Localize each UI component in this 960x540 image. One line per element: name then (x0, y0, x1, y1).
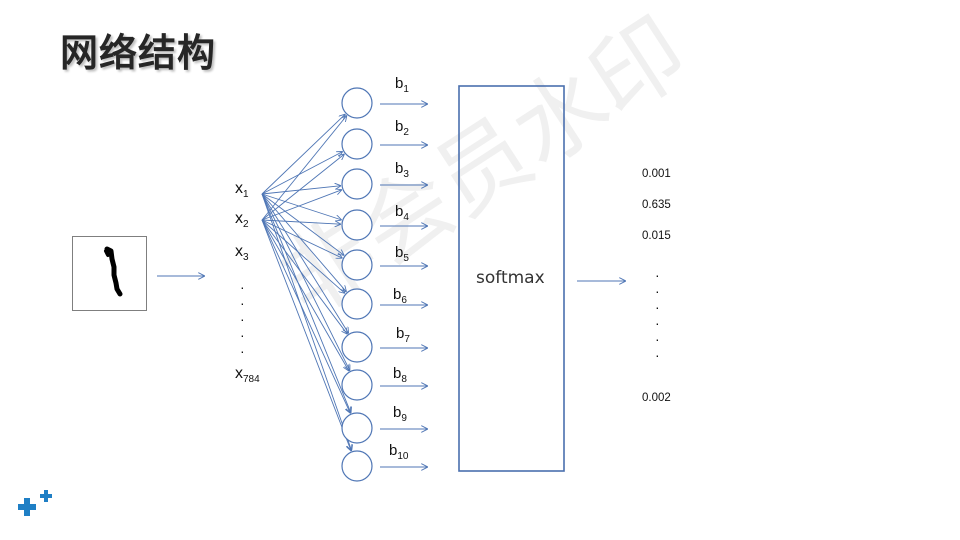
bias-label-b3: b3 (395, 160, 409, 180)
bias-label-b6: b6 (393, 286, 407, 306)
neuron-4 (341, 209, 373, 241)
handwritten-digit-one-image (104, 246, 123, 297)
edge-x1-to-neuron-3 (261, 186, 341, 195)
neuron-9 (341, 412, 373, 444)
output-ellipsis-dot: · (655, 267, 660, 283)
neuron-3 (341, 168, 373, 200)
plus-logo-icon (18, 490, 52, 516)
bias-label-b4: b4 (395, 203, 409, 223)
bias-label-b2: b2 (395, 118, 409, 138)
input-ellipsis-dot: · (240, 295, 245, 311)
edge-x2-to-neuron-10 (261, 219, 351, 451)
edge-x1-to-neuron-6 (261, 193, 347, 292)
input-label-x1: x1 (235, 180, 249, 201)
edge-x2-to-neuron-7 (261, 219, 347, 334)
neuron-6 (341, 288, 373, 320)
output-probability-3: 0.015 (642, 230, 671, 242)
edge-x1-to-neuron-8 (261, 193, 350, 371)
edge-x1-to-neuron-4 (261, 193, 342, 220)
softmax-label: softmax (476, 268, 545, 288)
bias-label-b5: b5 (395, 244, 409, 264)
input-label-x784: x784 (235, 365, 260, 386)
input-ellipsis-dot: · (240, 279, 245, 295)
hidden-neurons (341, 87, 373, 482)
input-label-x3: x3 (235, 243, 249, 264)
input-digit-image (72, 236, 147, 311)
edge-x2-to-neuron-5 (261, 219, 343, 258)
output-ellipsis-dot: · (655, 283, 660, 299)
edge-x2-to-neuron-1 (261, 115, 347, 221)
neuron-7 (341, 331, 373, 363)
edge-x1-to-neuron-1 (261, 114, 345, 195)
bias-output-arrows (380, 104, 428, 467)
softmax-box (458, 85, 565, 472)
edge-x2-to-neuron-9 (261, 219, 350, 413)
bias-label-b9: b9 (393, 404, 407, 424)
edge-x1-to-neuron-10 (261, 193, 352, 451)
neuron-2 (341, 128, 373, 160)
bias-label-b10: b10 (389, 442, 409, 462)
edge-x2-to-neuron-8 (261, 219, 349, 371)
output-ellipsis-dot: · (655, 315, 660, 331)
input-ellipsis-dot: · (240, 327, 245, 343)
output-ellipsis-dot: · (655, 347, 660, 363)
edge-x1-to-neuron-2 (261, 152, 343, 195)
slide-title: 网络结构 (60, 31, 217, 75)
edge-x2-to-neuron-3 (261, 190, 342, 221)
edge-x1-to-neuron-9 (261, 193, 351, 413)
output-ellipsis-dot: · (655, 299, 660, 315)
output-probability-last: 0.002 (642, 392, 671, 404)
neuron-5 (341, 249, 373, 281)
connection-edges (261, 114, 352, 451)
output-probability-2: 0.635 (642, 199, 671, 211)
bias-label-b1: b1 (395, 75, 409, 95)
bias-label-b8: b8 (393, 365, 407, 385)
edge-x2-to-neuron-2 (261, 154, 345, 221)
edge-x2-to-neuron-6 (261, 219, 345, 293)
edge-x1-to-neuron-5 (261, 193, 344, 255)
input-ellipsis-dot: · (240, 343, 245, 359)
output-probability-1: 0.001 (642, 168, 671, 180)
input-label-x2: x2 (235, 210, 249, 231)
edge-x1-to-neuron-7 (261, 193, 349, 333)
neuron-1 (341, 87, 373, 119)
input-ellipsis-dot: · (240, 311, 245, 327)
output-ellipsis-dot: · (655, 331, 660, 347)
edge-x2-to-neuron-4 (261, 219, 341, 224)
neuron-10 (341, 450, 373, 482)
neuron-8 (341, 369, 373, 401)
bias-label-b7: b7 (396, 325, 410, 345)
